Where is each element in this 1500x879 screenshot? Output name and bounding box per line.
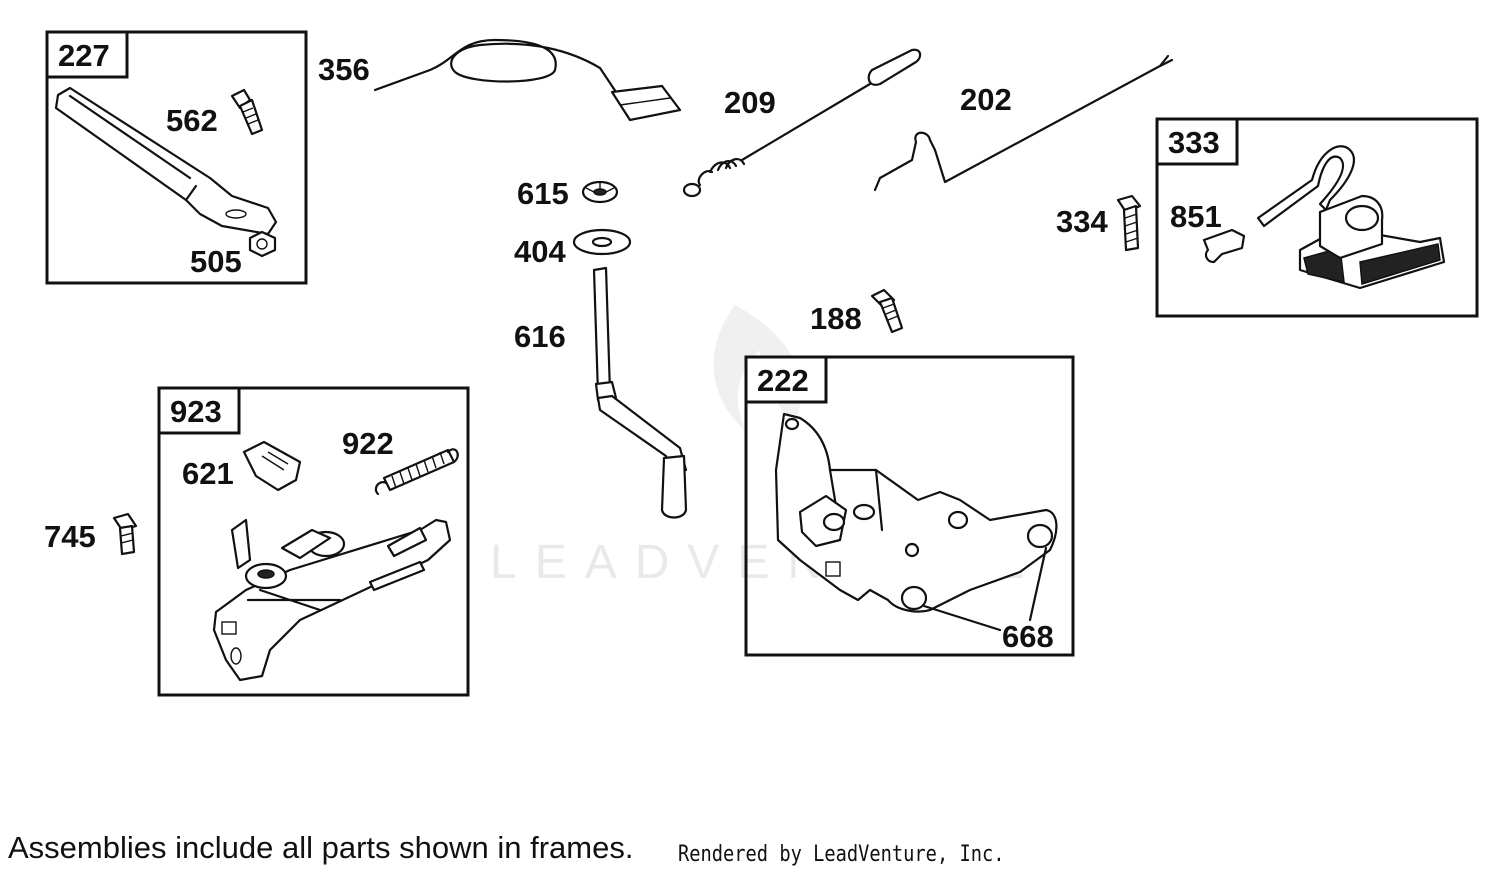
part-label-209: 209 [724,85,776,120]
part-334[interactable]: 334 [1056,194,1142,252]
render-credit: Rendered by LeadVenture, Inc. [678,842,1005,867]
part-label-334: 334 [1056,204,1108,239]
frame-box [157,386,470,697]
part-356[interactable]: 356 [318,38,682,122]
part-209[interactable]: 209 [682,48,922,198]
control-bracket-923-drawing [212,518,452,682]
frame-222[interactable]: 222 668 [744,355,1075,657]
clip-621-icon [242,440,302,492]
frame-box [1155,117,1479,318]
screw-562-icon [230,88,264,136]
assemblies-note: Assemblies include all parts shown in fr… [8,830,634,865]
frame-227[interactable]: 227 562 505 [45,30,308,285]
governor-link-drawing [873,54,1174,192]
seal-615-icon [581,180,619,204]
part-label-668: 668 [1002,619,1054,654]
part-745[interactable]: 745 [44,512,138,556]
frame-box [45,30,308,285]
frame-label: 333 [1168,125,1220,160]
control-bracket-222-drawing [774,412,1058,632]
frame-923[interactable]: 923 621 922 [157,386,470,697]
part-label-562: 562 [166,103,218,138]
screw-745-icon [112,512,138,556]
nut-505-icon [248,230,277,258]
frame-label: 227 [58,38,110,73]
governor-spring-drawing [682,48,922,198]
frame-label: 923 [170,394,222,429]
part-188[interactable]: 188 [810,288,904,336]
part-label-202: 202 [960,82,1012,117]
frame-333[interactable]: 333 851 [1155,117,1479,318]
screw-334-icon [1116,194,1142,252]
part-616[interactable]: 616 [514,266,688,519]
part-label-188: 188 [810,301,862,336]
governor-shaft-drawing [592,266,688,519]
part-404[interactable]: 404 [514,228,632,269]
ignition-armature-drawing [1256,145,1446,290]
washer-404-icon [572,228,632,256]
part-label-621: 621 [182,456,234,491]
part-label-505: 505 [190,244,242,279]
spring-922-icon [374,448,459,496]
part-label-851: 851 [1170,199,1222,234]
ground-wire-drawing [373,38,682,122]
screw-188-icon [870,288,904,334]
part-label-404: 404 [514,234,566,269]
frame-tab [45,30,129,79]
part-202[interactable]: 202 [873,54,1174,192]
part-label-616: 616 [514,319,566,354]
governor-lever-drawing [54,86,278,236]
part-label-745: 745 [44,519,96,554]
frame-tab [1155,117,1239,166]
part-label-615: 615 [517,176,569,211]
frame-box [744,355,1075,657]
part-label-356: 356 [318,52,370,87]
frame-tab [744,355,828,404]
clip-851-icon [1202,228,1246,264]
part-615[interactable]: 615 [517,176,619,211]
frame-label: 222 [757,363,809,398]
frame-tab [157,386,241,435]
part-label-922: 922 [342,426,394,461]
